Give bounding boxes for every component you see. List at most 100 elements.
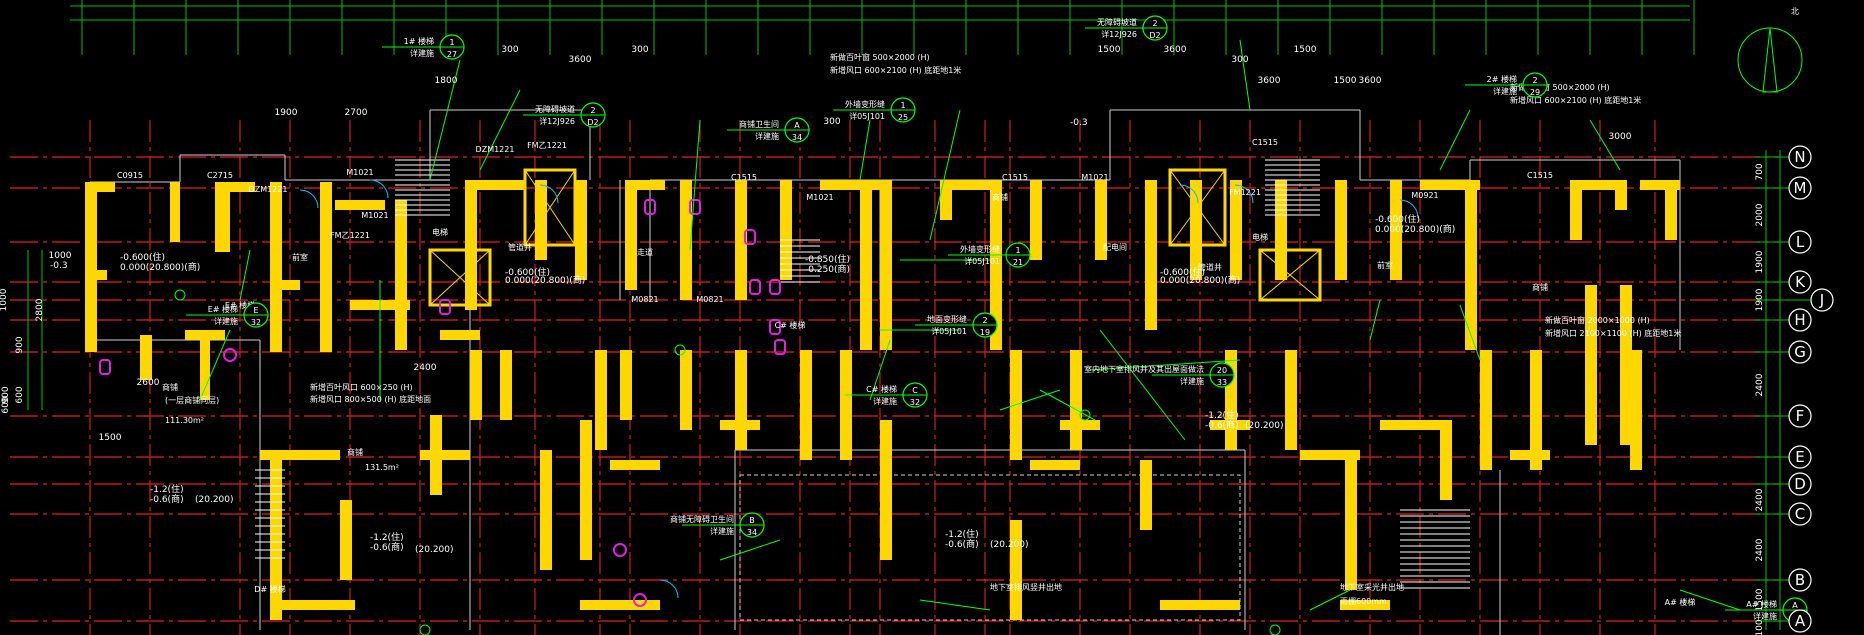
axis-bubble xyxy=(1788,230,1812,254)
door-tag: C1515 xyxy=(1527,171,1553,180)
room-label: 管道井 xyxy=(508,242,532,252)
level-annotation: -0.6(商) xyxy=(1205,419,1239,431)
wall-segment xyxy=(185,330,225,340)
wall-segment xyxy=(1390,180,1402,280)
elevator-shaft xyxy=(428,248,492,307)
elevator-shaft xyxy=(1168,168,1227,247)
axis-label: L xyxy=(1796,233,1805,251)
wall-segment xyxy=(440,330,480,340)
fixture-toilet xyxy=(769,279,781,295)
wall-segment xyxy=(340,500,352,580)
note-text: 新做百叶窗 500×2000 (H) xyxy=(830,52,930,62)
wall-segment xyxy=(500,350,512,420)
leader-line xyxy=(919,599,991,611)
left-dimension-label: 1000 xyxy=(49,251,72,261)
axis-bubble xyxy=(1788,270,1812,294)
detail-tag-label: 地面变形缝 xyxy=(927,314,967,324)
level-annotation: (20.200) xyxy=(415,545,454,555)
detail-tag-sub: 详建施 xyxy=(873,396,897,406)
axis-label: N xyxy=(1794,148,1805,166)
wall-segment xyxy=(1340,600,1390,610)
top-dimension-label: 300 xyxy=(631,45,648,55)
leader-line xyxy=(479,89,521,171)
room-label: 商铺 xyxy=(162,382,178,392)
level-annotation: (20.200) xyxy=(990,540,1029,550)
wall-segment xyxy=(270,450,282,620)
wall-segment xyxy=(1620,285,1632,445)
room-label: D# 楼梯 xyxy=(254,584,285,594)
fixture-basin xyxy=(223,348,237,362)
wall-segment xyxy=(270,182,282,352)
wall-segment xyxy=(735,350,747,450)
door-swing xyxy=(1234,184,1254,204)
fixture-toilet xyxy=(769,319,781,335)
wall-segment xyxy=(1665,180,1677,240)
detail-tag-top: A xyxy=(1792,601,1798,610)
door-tag: M0921 xyxy=(1411,191,1438,200)
detail-tag-bottom: 34 xyxy=(747,528,757,537)
detail-tag-label: 室内地下室排风井及其出屋面做法 xyxy=(1084,364,1204,374)
wall-segment xyxy=(1335,180,1347,280)
wall-segment xyxy=(735,180,747,300)
detail-tag-label: 无障碍坡道 xyxy=(535,104,575,114)
door-tag: M0821 xyxy=(696,295,723,304)
wall-segment xyxy=(335,200,385,210)
fixture-basin xyxy=(633,593,647,607)
wall-segment xyxy=(800,350,812,460)
wall-segment xyxy=(1440,420,1452,500)
detail-tag-top: C xyxy=(912,386,918,395)
wall-segment xyxy=(1570,180,1620,190)
leader-line xyxy=(1459,304,1481,361)
wall-segment xyxy=(990,180,1002,350)
leader-line xyxy=(719,539,781,561)
left-dimension-label: 900 xyxy=(1,386,11,403)
detail-tag-top: 2 xyxy=(1152,19,1157,28)
detail-tag-label: 外墙变形缝 xyxy=(960,244,1000,254)
leader-line xyxy=(1089,359,1241,371)
door-tag: DZM1221 xyxy=(249,185,288,194)
wall-segment xyxy=(200,340,210,400)
leader-line xyxy=(1309,589,1351,611)
wall-segment xyxy=(215,182,230,252)
note-text: (一层商铺同层) xyxy=(165,395,219,405)
room-label: 配电间 xyxy=(1103,242,1127,252)
fixture-toilet xyxy=(644,199,656,215)
note-text: 新增风口 600×2100 (H) 底距地1米 xyxy=(830,65,961,75)
top-dimension-label: 1800 xyxy=(435,76,458,86)
wall-segment xyxy=(215,182,255,192)
leader-marker xyxy=(674,344,686,356)
room-label: 商铺 xyxy=(992,192,1008,202)
note-text: 地下室排风竖井出地 xyxy=(990,582,1062,592)
wall-segment xyxy=(595,350,607,450)
leader-line xyxy=(1439,109,1471,171)
elevator-shaft xyxy=(1258,248,1322,302)
wall-segment xyxy=(880,180,892,350)
note-text: 新增风口 2100×1100 (H) 底距地1米 xyxy=(1545,328,1681,338)
right-dimension-label: 2400 xyxy=(1755,488,1765,511)
fixture-toilet xyxy=(744,229,756,245)
north-arrow: 北 xyxy=(1737,7,1803,93)
door-swing xyxy=(299,189,319,209)
wall-segment xyxy=(260,450,340,460)
detail-tag-top: 20 xyxy=(1217,366,1227,375)
wall-segment xyxy=(465,180,477,310)
level-annotation: (20.200) xyxy=(195,495,234,505)
right-dimension-label: 2400 xyxy=(1755,373,1765,396)
detail-tag-top: 2 xyxy=(982,316,987,325)
detail-tag-bottom: D2 xyxy=(587,118,598,127)
detail-tag-label: A# 楼梯 xyxy=(1746,599,1777,609)
level-annotation: 0.000(20.800)(商) xyxy=(120,261,200,273)
room-label: 前室 xyxy=(292,252,308,262)
level-annotation: -0.6(商) xyxy=(150,493,184,505)
wall-segment xyxy=(780,180,792,280)
wall-segment xyxy=(820,180,880,190)
leader-line xyxy=(1679,589,1741,611)
door-swing xyxy=(1399,199,1419,219)
detail-tag-top: E xyxy=(253,306,258,315)
